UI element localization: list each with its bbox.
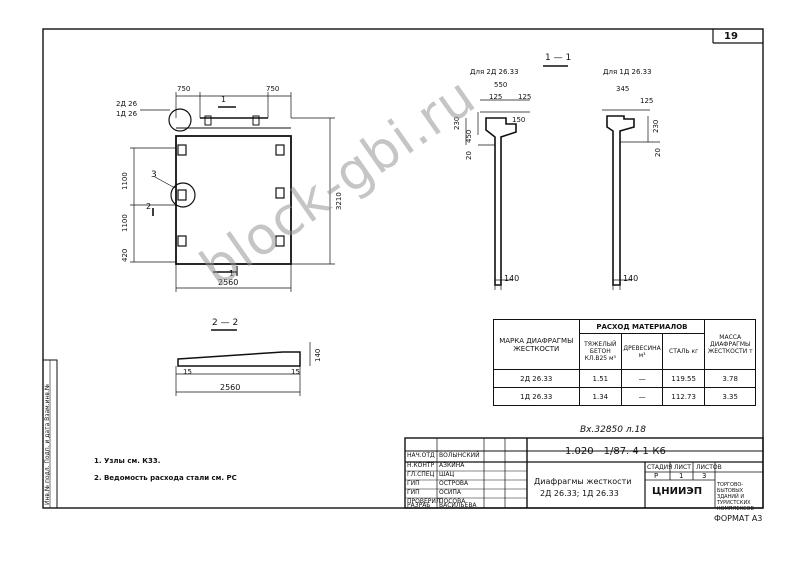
sheet-value: 1 <box>679 472 684 480</box>
dim-125c: 125 <box>640 97 654 105</box>
th-concrete: ТЯЖЕЛЫЙ БЕТОН КЛ.В25 м³ <box>578 333 623 370</box>
note-2: 2. Ведомость расхода стали см. РС <box>94 474 237 482</box>
label-1d26: 1Д 26 <box>116 110 138 118</box>
drawing-code: 1.020 - 1/87. 4-1-К6 <box>565 446 666 457</box>
section-1-1-label-left: Для 2Д 26.33 <box>470 68 519 76</box>
stage-header: СТАДИЯ <box>647 464 673 471</box>
signature-row: ПРОВЕРИЛ ПОСОВА <box>407 498 466 505</box>
note-1: 1. Узлы см. К33. <box>94 457 161 465</box>
page-number: 19 <box>724 31 738 42</box>
section-mark-2-left: 2 <box>146 202 152 211</box>
plan-view <box>130 92 335 292</box>
node-callout: 3 <box>151 170 157 180</box>
th-mark: МАРКА ДИАФРАГМЫ ЖЕСТКОСТИ <box>493 319 580 370</box>
dim-230b: 230 <box>652 119 660 133</box>
dim-345: 345 <box>616 85 630 93</box>
dim-150: 150 <box>512 116 526 124</box>
th-consumption: РАСХОД МАТЕРИАЛОВ <box>578 319 706 334</box>
section-1-1-title: 1 — 1 <box>545 53 572 63</box>
drawing-title: Диафрагмы жесткости <box>534 477 632 486</box>
signature-row: РАЗРАБ ВАСИЛЬЕВА <box>407 502 477 509</box>
signature-row: ГИП ОСТРОВА <box>407 480 469 487</box>
dim-top-right: 750 <box>266 85 280 93</box>
dim-top-left: 750 <box>177 85 191 93</box>
sheets-value: 3 <box>702 472 707 480</box>
org-name: ТОРГОВО-БЫТОВЫХ ЗДАНИЙ И ТУРИСТСКИХ КОМП… <box>717 482 754 512</box>
table-row: 1Д 26.33 1.34 — 112.73 3.35 <box>493 387 756 406</box>
signature-row: НАЧ.ОТД ВОЛЫНСКИЙ <box>407 452 480 459</box>
left-margin-label: Инв.№ подл. Подп. и дата Взам.инв.№ <box>44 383 51 505</box>
section-1-1 <box>465 65 660 290</box>
section-2-2-title: 2 — 2 <box>212 318 239 328</box>
dim-left-bottom: 420 <box>121 248 129 262</box>
format-label: ФОРМАТ А3 <box>714 514 763 523</box>
inventory-note: Вх.32850 л.18 <box>580 425 646 435</box>
dim-125b: 125 <box>518 93 532 101</box>
section-2-2 <box>175 329 311 396</box>
dim-left-lower: 1100 <box>121 214 129 232</box>
signature-row: ГЛ.СПЕЦ ШАЦ <box>407 471 455 478</box>
dim-125a: 125 <box>489 93 503 101</box>
section-mark-1-bottom: 1 <box>229 269 235 278</box>
title-block-lines <box>404 437 764 509</box>
dim-15b: 15 <box>291 368 300 376</box>
materials-table: МАРКА ДИАФРАГМЫ ЖЕСТКОСТИ РАСХОД МАТЕРИА… <box>493 319 756 406</box>
dim-550: 550 <box>494 81 508 89</box>
sheets-header: ЛИСТОВ <box>696 464 722 471</box>
th-mass: МАССА ДИАФРАГМЫ ЖЕСТКОСТИ т <box>704 319 756 370</box>
table-row: 2Д 26.33 1.51 — 119.55 3.78 <box>493 369 756 388</box>
dim-15a: 15 <box>183 368 192 376</box>
sheet-frame <box>42 28 764 509</box>
dim-20b: 20 <box>654 148 662 157</box>
section-1-1-label-right: Для 1Д 26.33 <box>603 68 652 76</box>
org-logo: ЦНИИЭП <box>652 486 703 497</box>
dim-140b: 140 <box>623 274 639 283</box>
th-wood: ДРЕВЕСИНА м³ <box>621 333 664 370</box>
dim-length-2-2: 2560 <box>220 383 241 392</box>
section-mark-1-top: 1 <box>221 95 227 104</box>
label-2d26: 2Д 26 <box>116 100 138 108</box>
signature-row: Н.КОНТР АЗКИНА <box>407 462 465 469</box>
dim-450: 450 <box>465 129 473 143</box>
dim-20: 20 <box>465 151 473 160</box>
th-steel: СТАЛЬ кг <box>662 333 706 370</box>
dim-140a: 140 <box>504 274 520 283</box>
stage-value: Р <box>654 472 659 480</box>
dim-left-upper: 1100 <box>121 172 129 190</box>
signature-row: ГИП ОСИПА <box>407 489 462 496</box>
drawing-subtitle: 2Д 26.33; 1Д 26.33 <box>540 489 619 498</box>
dim-width: 2560 <box>218 278 239 287</box>
sheet-header: ЛИСТ <box>674 464 691 471</box>
dim-140-2-2: 140 <box>314 348 322 362</box>
